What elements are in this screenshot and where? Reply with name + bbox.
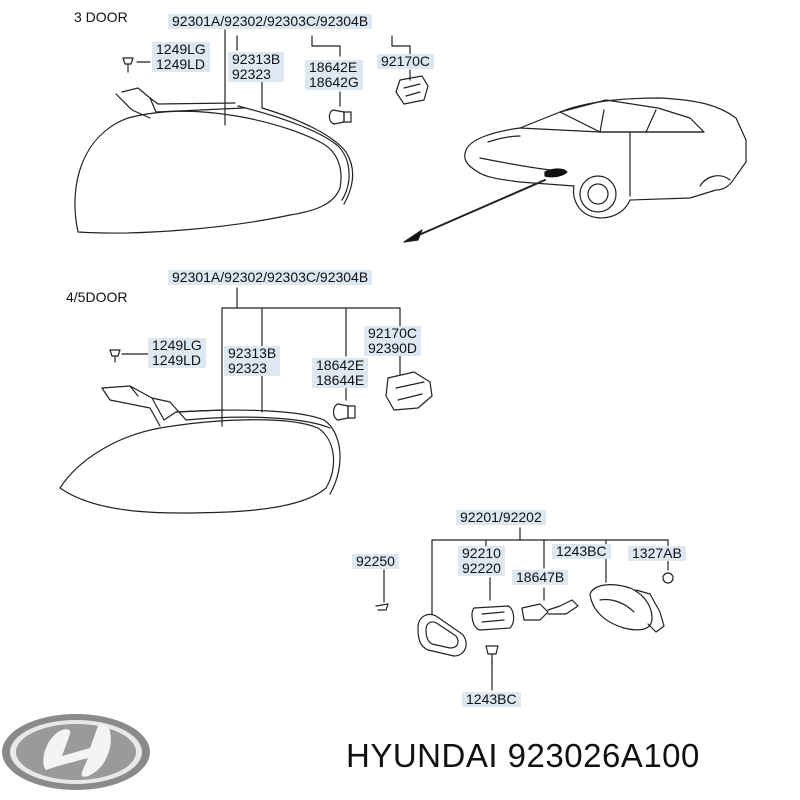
pointer-arrow xyxy=(403,179,546,243)
bottom-housing-drawing xyxy=(589,584,665,633)
top-leader-lines xyxy=(224,29,411,126)
bottom-grommet-label: 1327AB xyxy=(628,546,686,561)
bottom-gasket-drawing xyxy=(417,613,467,657)
bottom-clip-drawing xyxy=(375,603,389,611)
brand-part-number-title: HYUNDAI 923026A100 xyxy=(346,737,700,774)
middle-main-part-label: 92301A/92302/92303C/92304B xyxy=(168,270,373,285)
middle-socket-drawing xyxy=(385,371,433,411)
section-label-3-door: 3 DOOR xyxy=(74,9,128,25)
top-socket-label: 92170C xyxy=(377,54,435,69)
top-bulb-label: 18642E 18642G xyxy=(305,60,363,90)
middle-bulb-drawing xyxy=(332,403,356,421)
top-socket-drawing xyxy=(395,75,429,105)
middle-corner-lamp-drawing xyxy=(59,385,341,514)
middle-screw-label: 1249LG 1249LD xyxy=(148,338,206,368)
car-drawing xyxy=(464,97,747,219)
bottom-screw-bottom-label: 1243BC xyxy=(462,692,521,707)
bottom-lens-label: 92210 92220 xyxy=(458,546,505,576)
bottom-bulb-drawing xyxy=(521,599,579,621)
middle-leader-lines xyxy=(221,287,401,427)
car-corner-lamp-highlight xyxy=(544,168,568,178)
bottom-screw-drawing xyxy=(485,645,499,665)
bottom-clip-label: 92250 xyxy=(352,554,399,569)
top-housing-label: 92313B 92323 xyxy=(228,52,285,82)
top-corner-lamp-drawing xyxy=(74,87,354,234)
section-label-4-5-door: 4/5DOOR xyxy=(66,289,128,305)
bottom-main-part-label: 92201/92202 xyxy=(456,510,546,525)
bottom-leader-lines xyxy=(383,527,669,691)
top-screw-drawing xyxy=(122,57,151,73)
top-screw-label: 1249LG 1249LD xyxy=(152,42,210,72)
top-main-part-label: 92301A/92302/92303C/92304B xyxy=(168,14,373,29)
middle-bulb-label: 18642E 18644E xyxy=(312,358,369,388)
middle-housing-label: 92313B 92323 xyxy=(224,346,281,376)
top-bulb-drawing xyxy=(328,109,352,125)
hyundai-logo-icon xyxy=(2,714,150,790)
middle-socket-label: 92170C 92390D xyxy=(364,326,422,356)
bottom-grommet-drawing xyxy=(662,572,674,584)
bottom-screw-top-label: 1243BC xyxy=(552,544,611,559)
bottom-bulb-label: 18647B xyxy=(512,570,569,585)
bottom-lens-drawing xyxy=(471,605,515,631)
middle-screw-drawing xyxy=(109,349,151,363)
